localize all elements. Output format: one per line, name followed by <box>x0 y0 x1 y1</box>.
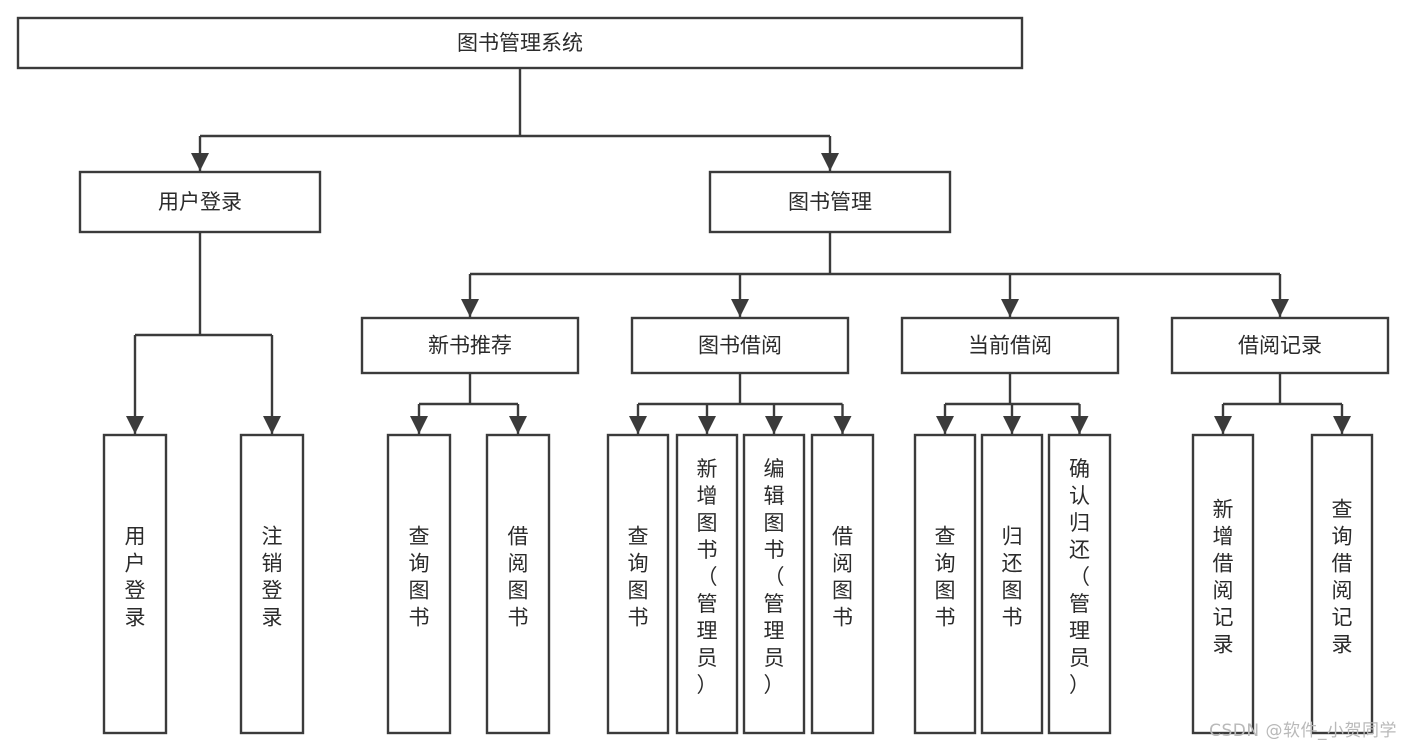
node-book-manage[interactable]: 图书管理 <box>708 170 952 234</box>
node-label-book-borrow: 图书借阅 <box>698 334 782 358</box>
node-leaf-borrow-book-rec[interactable]: 借阅图书 <box>485 433 551 735</box>
node-label-current-borrow: 当前借阅 <box>968 334 1052 358</box>
node-leaf-add-book-admin[interactable]: 新增图书（管理员） <box>675 433 739 735</box>
bookborrow-to-leaves-arrow-3 <box>833 416 852 434</box>
node-root[interactable]: 图书管理系统 <box>16 16 1024 70</box>
node-box-leaf-borrow-book <box>810 433 875 735</box>
node-box-leaf-user-logout <box>239 433 305 735</box>
node-box-root <box>16 16 1024 70</box>
node-box-leaf-borrow-book-rec <box>485 433 551 735</box>
userlogin-to-leaves-arrow-0 <box>126 416 144 434</box>
node-leaf-confirm-return-admin[interactable]: 确认归还（管理员） <box>1047 433 1112 735</box>
userlogin-to-leaves-arrow-1 <box>263 416 281 434</box>
node-label-leaf-return-book: 归还图书 <box>1002 525 1023 630</box>
node-leaf-borrow-book[interactable]: 借阅图书 <box>810 433 875 735</box>
node-label-leaf-query-book-borrow: 查询图书 <box>628 525 649 630</box>
node-label-borrow-record: 借阅记录 <box>1238 334 1322 358</box>
node-box-leaf-user-login <box>102 433 168 735</box>
node-label-root: 图书管理系统 <box>457 31 583 55</box>
node-leaf-edit-book-admin[interactable]: 编辑图书（管理员） <box>742 433 806 735</box>
node-box-leaf-add-borrow-record <box>1191 433 1255 735</box>
edges-layer <box>126 68 1351 434</box>
bookmanage-to-l3-arrow-1 <box>731 299 749 317</box>
root-to-l2-arrow-0 <box>191 153 209 171</box>
node-label-leaf-add-book-admin: 新增图书（管理员） <box>697 457 718 697</box>
node-label-leaf-borrow-book-rec: 借阅图书 <box>508 525 529 630</box>
node-leaf-query-book-borrow[interactable]: 查询图书 <box>606 433 670 735</box>
newbook-to-leaves-arrow-0 <box>410 416 428 434</box>
bookmanage-to-l3-arrow-3 <box>1271 299 1289 317</box>
node-book-borrow[interactable]: 图书借阅 <box>630 316 850 375</box>
nodes-layer: 图书管理系统用户登录图书管理新书推荐图书借阅当前借阅借阅记录用户登录注销登录查询… <box>16 16 1390 735</box>
csdn-watermark: CSDN @软件_小贺同学 <box>1209 721 1397 741</box>
bookborrow-to-leaves-arrow-1 <box>698 416 716 434</box>
currentborrow-to-leaves-arrow-2 <box>1070 416 1089 434</box>
node-label-leaf-user-login: 用户登录 <box>125 525 146 630</box>
node-label-leaf-borrow-book: 借阅图书 <box>832 525 853 630</box>
borrowrecord-to-leaves-arrow-0 <box>1214 416 1232 434</box>
node-box-new-book-rec <box>360 316 580 375</box>
node-leaf-user-login[interactable]: 用户登录 <box>102 433 168 735</box>
node-leaf-query-book-rec[interactable]: 查询图书 <box>386 433 452 735</box>
node-label-leaf-query-book-current: 查询图书 <box>935 525 956 630</box>
node-leaf-query-book-current[interactable]: 查询图书 <box>913 433 977 735</box>
node-leaf-query-borrow-record[interactable]: 查询借阅记录 <box>1310 433 1374 735</box>
bookborrow-to-leaves-arrow-0 <box>629 416 647 434</box>
node-leaf-user-logout[interactable]: 注销登录 <box>239 433 305 735</box>
node-label-leaf-edit-book-admin: 编辑图书（管理员） <box>764 457 785 697</box>
node-label-leaf-query-borrow-record: 查询借阅记录 <box>1332 498 1353 657</box>
node-new-book-rec[interactable]: 新书推荐 <box>360 316 580 375</box>
node-box-leaf-query-book-current <box>913 433 977 735</box>
node-box-leaf-query-book-rec <box>386 433 452 735</box>
bookborrow-to-leaves-arrow-2 <box>765 416 783 434</box>
bookmanage-to-l3-arrow-2 <box>1001 299 1019 317</box>
node-borrow-record[interactable]: 借阅记录 <box>1170 316 1390 375</box>
node-box-book-borrow <box>630 316 850 375</box>
bookmanage-to-l3-arrow-0 <box>461 299 479 317</box>
node-label-leaf-query-book-rec: 查询图书 <box>409 525 430 630</box>
node-label-leaf-confirm-return-admin: 确认归还（管理员） <box>1069 457 1090 697</box>
currentborrow-to-leaves-arrow-0 <box>936 416 954 434</box>
newbook-to-leaves-arrow-1 <box>509 416 527 434</box>
node-box-borrow-record <box>1170 316 1390 375</box>
node-box-leaf-edit-book-admin <box>742 433 806 735</box>
node-box-leaf-add-book-admin <box>675 433 739 735</box>
node-box-user-login <box>78 170 322 234</box>
node-label-leaf-add-borrow-record: 新增借阅记录 <box>1213 498 1234 657</box>
node-label-leaf-user-logout: 注销登录 <box>262 525 283 630</box>
node-current-borrow[interactable]: 当前借阅 <box>900 316 1120 375</box>
node-leaf-return-book[interactable]: 归还图书 <box>980 433 1044 735</box>
node-box-leaf-return-book <box>980 433 1044 735</box>
node-label-book-manage: 图书管理 <box>788 190 872 214</box>
node-label-user-login: 用户登录 <box>158 190 242 214</box>
node-box-book-manage <box>708 170 952 234</box>
node-box-leaf-query-book-borrow <box>606 433 670 735</box>
root-to-l2-arrow-1 <box>821 153 839 171</box>
node-box-leaf-confirm-return-admin <box>1047 433 1112 735</box>
currentborrow-to-leaves-arrow-1 <box>1003 416 1021 434</box>
node-box-leaf-query-borrow-record <box>1310 433 1374 735</box>
node-leaf-add-borrow-record[interactable]: 新增借阅记录 <box>1191 433 1255 735</box>
node-label-new-book-rec: 新书推荐 <box>428 334 512 358</box>
borrowrecord-to-leaves-arrow-1 <box>1333 416 1351 434</box>
node-user-login[interactable]: 用户登录 <box>78 170 322 234</box>
node-box-current-borrow <box>900 316 1120 375</box>
